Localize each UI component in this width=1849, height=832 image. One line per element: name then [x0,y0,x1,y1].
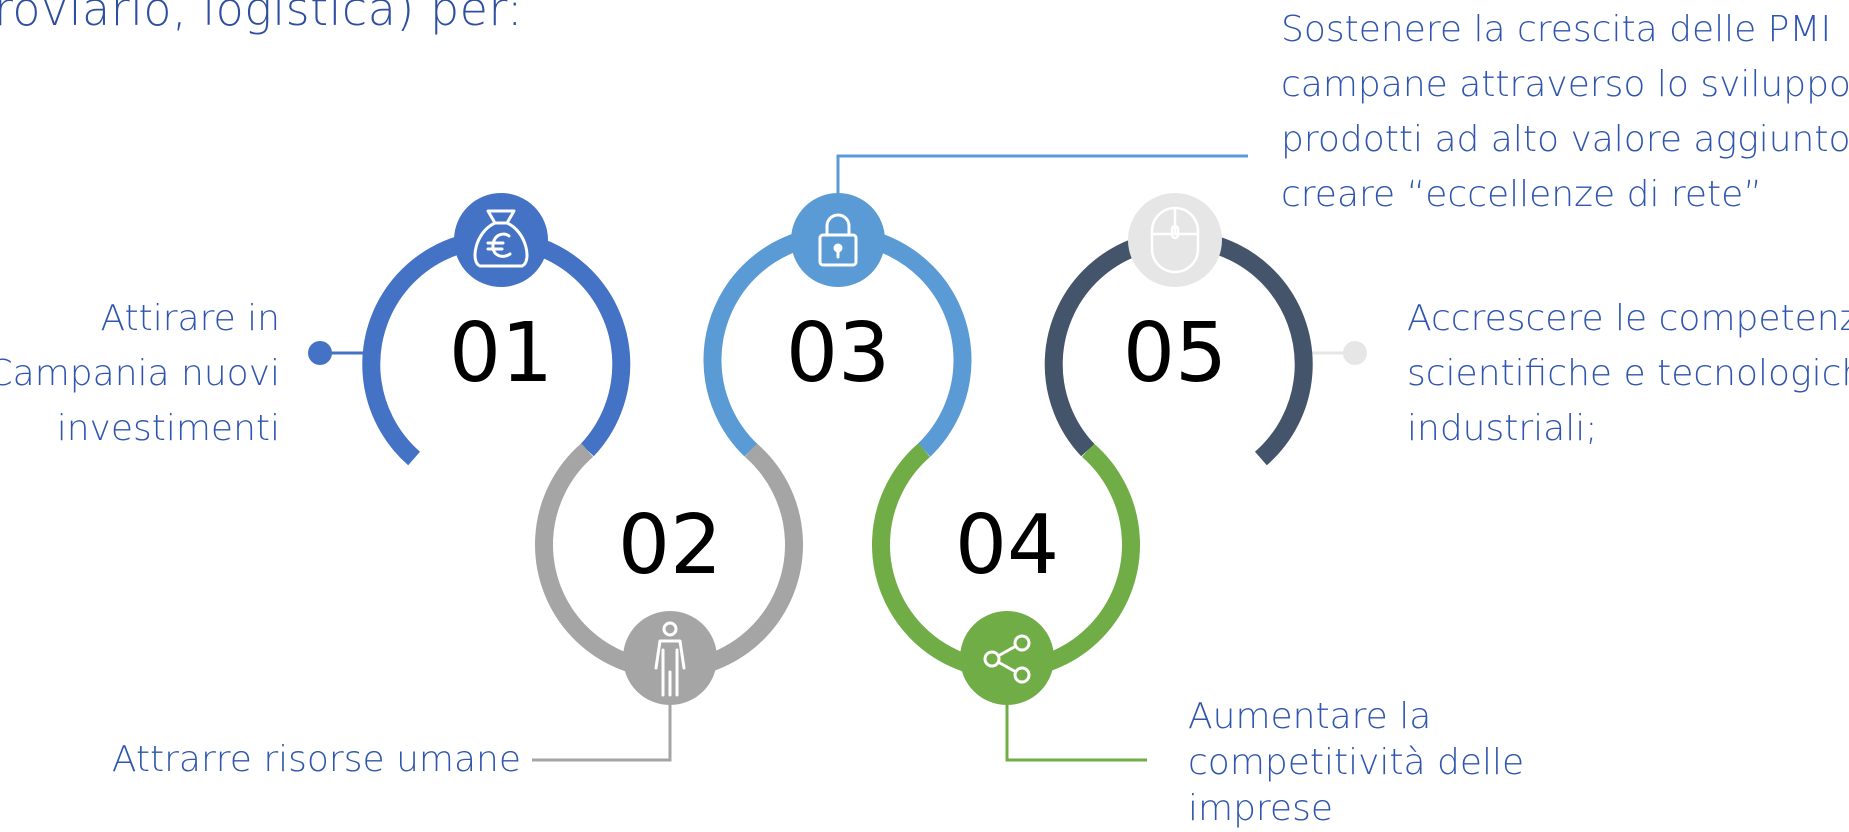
step-label-01: Attirare in Campania nuovi investimenti [0,291,280,456]
step-label-01-line-2: Campania nuovi [0,353,280,394]
step-label-04-line-1: Aumentare la [1188,696,1432,737]
step-label-03-line-3: prodotti ad alto valore aggiunto; [1281,119,1849,160]
icon-circle-05 [1128,193,1222,287]
connector-line-03 [836,154,1248,197]
person-icon [654,621,686,697]
step-label-01-line-1: Attirare in [100,298,280,339]
step-label-01-line-3: investimenti [56,408,280,449]
step-label-04-line-3: imprese [1188,788,1333,829]
icon-circle-01 [454,193,548,287]
step-label-02-line-1: Attrarre risorse umane [111,739,521,780]
step-number-01: 01 [449,306,553,401]
step-label-03-line-1: Sostenere la crescita delle PMI [1281,9,1832,50]
step-number-02: 02 [618,498,722,593]
step-label-03-line-2: campane attraverso lo sviluppo di [1281,64,1849,105]
step-label-05-line-3: industriali; [1407,408,1598,449]
icon-circle-04 [960,611,1054,705]
step-numbers: 01 02 03 04 05 [449,306,1227,593]
connector-line-02 [532,690,672,762]
step-label-03: Sostenere la crescita delle PMI campane … [1281,2,1849,222]
step-label-04: Aumentare la competitività delle imprese [1188,694,1524,832]
step-number-04: 04 [955,498,1059,593]
connector-dot-05 [1343,341,1367,365]
step-label-02: Attrarre risorse umane [112,732,521,787]
icon-circle-03 [791,193,885,287]
step-label-05-line-1: Accrescere le competenze [1407,298,1849,339]
step-number-03: 03 [786,306,890,401]
money-bag-euro-icon [473,209,529,268]
step-number-05: 05 [1123,306,1227,401]
header-fragment: roviario, logistica) per: [0,0,524,36]
step-label-04-line-2: competitività delle [1188,742,1525,783]
share-icon [983,634,1031,684]
step-label-05: Accrescere le competenze scientifiche e … [1407,291,1849,456]
connector-line-04 [1005,690,1147,762]
mouse-icon [1150,206,1200,274]
step-label-03-line-4: creare “eccellenze di rete” [1281,174,1762,215]
lock-icon [818,213,858,267]
arcs [362,226,1313,679]
step-label-05-line-2: scientifiche e tecnologiche [1407,353,1849,394]
icon-circle-02 [623,611,717,705]
